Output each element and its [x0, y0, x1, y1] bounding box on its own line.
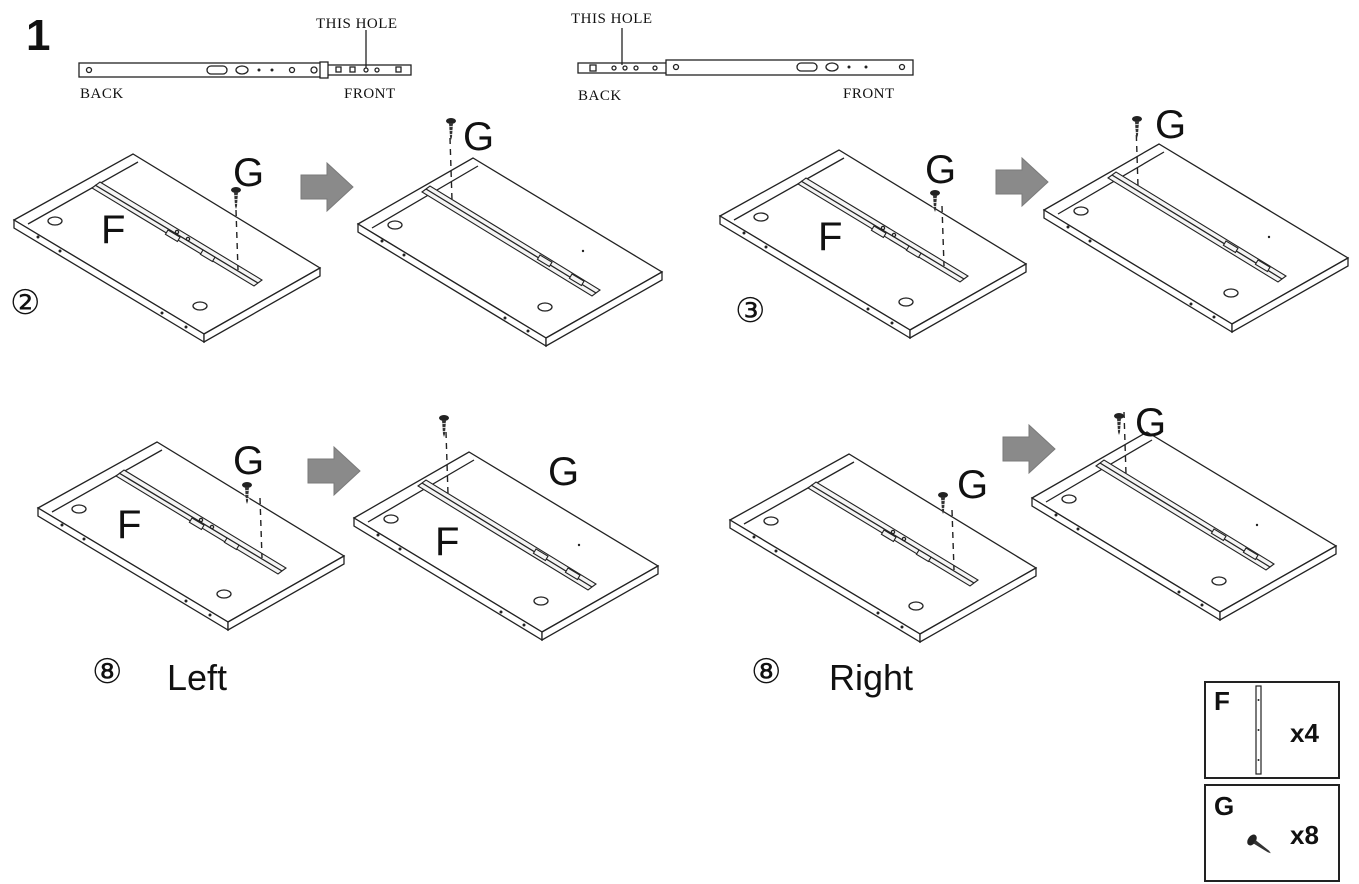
- back-label: BACK: [80, 86, 124, 102]
- part-g-label: G: [233, 439, 264, 483]
- back-label: BACK: [578, 88, 622, 104]
- part-g-label: G: [548, 450, 579, 494]
- panel-step2-after: G: [357, 115, 663, 347]
- drawer-slide-icon: [1255, 685, 1262, 775]
- panel-step8-right-after: G: [1031, 401, 1337, 621]
- panel-step3-after: G: [1043, 103, 1349, 333]
- circled-step-number: ⑧: [92, 653, 122, 691]
- panel-step8-left-after: G F: [353, 414, 659, 641]
- panel-step3-before: G F ③: [719, 148, 1027, 339]
- circled-step-number: ③: [735, 292, 765, 330]
- arrow-icon: [995, 157, 1049, 207]
- part-g-label: G: [1135, 401, 1166, 445]
- step-number: 1: [26, 11, 50, 60]
- part-f-label: F: [435, 520, 459, 564]
- slide-diagram-left: THIS HOLE BACK FRONT: [78, 16, 412, 102]
- screw-icon: [1247, 834, 1271, 854]
- panel-step8-left-before: G F: [37, 439, 345, 631]
- legend-part-g-quantity: x8: [1290, 820, 1319, 850]
- part-f-label: F: [818, 215, 842, 259]
- front-label: FRONT: [843, 86, 895, 102]
- circled-step-number: ⑧: [751, 653, 781, 691]
- front-label: FRONT: [344, 86, 396, 102]
- panel-step8-right-before: G: [729, 453, 1037, 643]
- legend-part-f-label: F: [1214, 686, 1230, 716]
- step-caption: Left: [167, 657, 227, 698]
- legend-part-f-quantity: x4: [1290, 718, 1319, 748]
- arrow-icon: [300, 162, 354, 212]
- part-g-label: G: [463, 115, 494, 159]
- part-f-label: F: [117, 503, 141, 547]
- arrow-icon: [307, 446, 361, 496]
- part-g-label: G: [1155, 103, 1186, 147]
- panel-step2-before: G F ②: [10, 151, 321, 343]
- part-g-label: G: [957, 463, 988, 507]
- part-g-label: G: [233, 151, 264, 195]
- legend-part-g-label: G: [1214, 791, 1234, 821]
- step-caption: Right: [829, 657, 913, 698]
- parts-legend: F x4 G x8: [1204, 681, 1340, 882]
- circled-step-number: ②: [10, 284, 40, 322]
- part-f-label: F: [101, 208, 125, 252]
- slide-diagram-right: THIS HOLE BACK FRONT: [571, 11, 914, 104]
- this-hole-label: THIS HOLE: [316, 16, 398, 32]
- part-g-label: G: [925, 148, 956, 192]
- arrow-icon: [1002, 424, 1056, 474]
- this-hole-label: THIS HOLE: [571, 11, 653, 27]
